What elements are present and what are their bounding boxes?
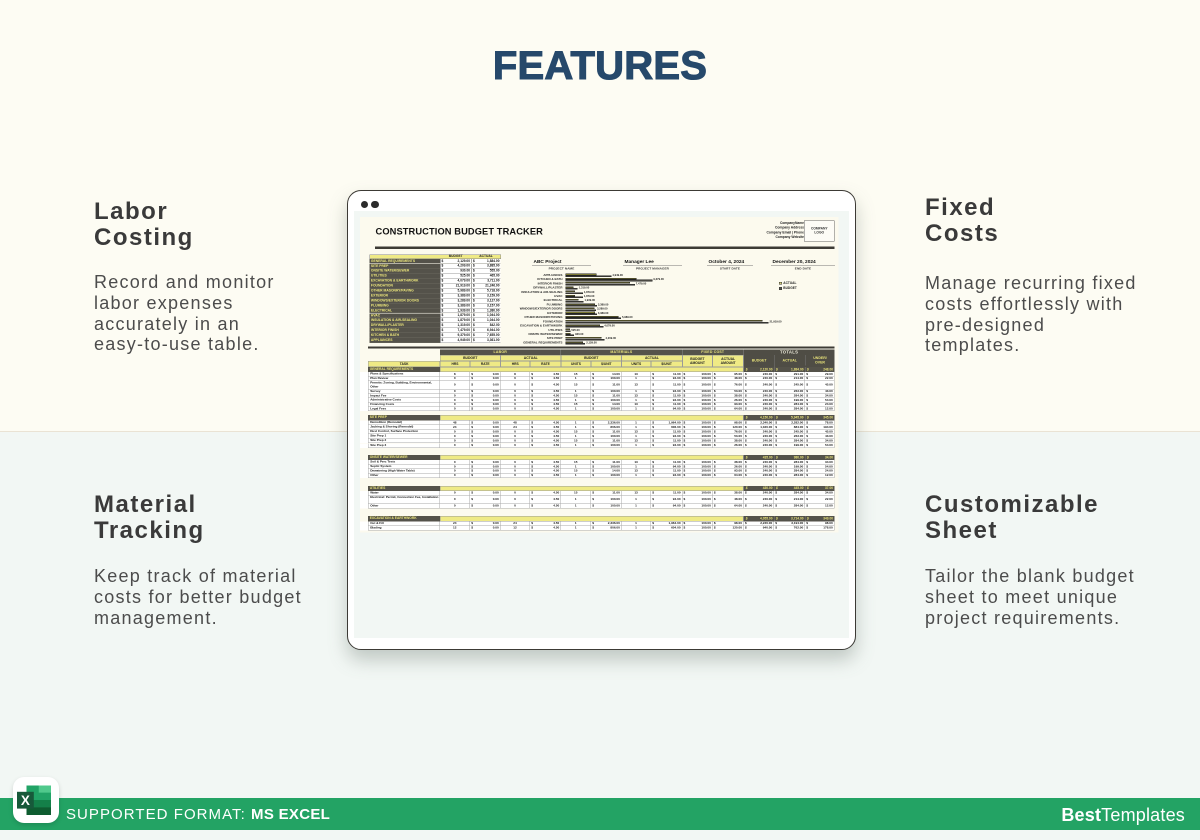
svg-text:X: X — [21, 793, 30, 808]
